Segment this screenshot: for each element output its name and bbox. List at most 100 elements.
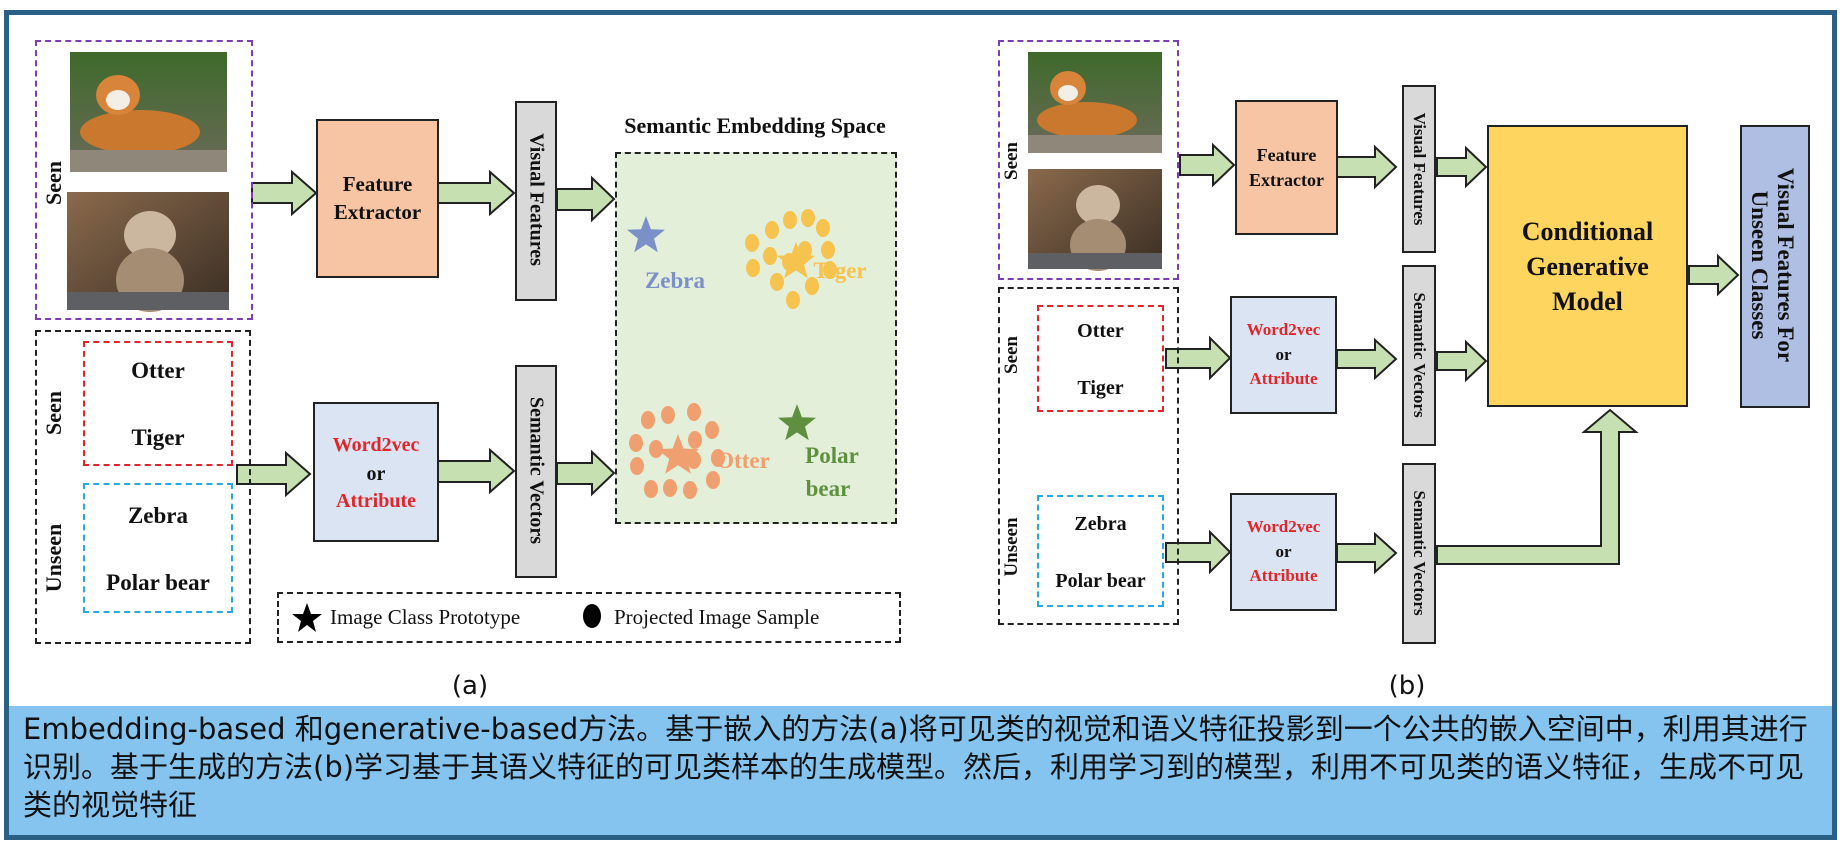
a-seen-words-box: [83, 341, 233, 466]
tiger-image-b: [1028, 52, 1162, 153]
a-legend-star-label: Image Class Prototype: [330, 605, 521, 629]
arrow-b-sv2-to-cgm: [1436, 408, 1639, 565]
b-visual-features-label: Visual Features: [1410, 112, 1429, 226]
b-unseen-words-box: [1037, 495, 1164, 607]
a-semantic-vectors-bar: [515, 365, 557, 578]
b-visual-features-bar: [1402, 85, 1436, 253]
otter-sample-dot: [687, 403, 701, 421]
otter-image-b: [1028, 169, 1162, 271]
tiger-sample-dot: [786, 291, 800, 309]
otter-sample-dot: [644, 480, 658, 498]
a-unseen-words-box: [83, 483, 233, 613]
otter-sample-dot: [630, 457, 644, 475]
otter-sample-dot: [706, 471, 720, 489]
a-feature-extractor-line1: Feature: [342, 172, 413, 196]
a-feature-extractor-line2: Extractor: [333, 200, 422, 224]
tiger-sample-dot: [805, 277, 819, 295]
tiger-sample-dot: [763, 247, 777, 265]
legend-dot-icon: [583, 604, 601, 628]
a-seen-word-otter: Otter: [131, 358, 185, 383]
b-semantic-vectors-label-seen: Semantic Vectors: [1410, 292, 1429, 418]
a-legend-dot-label: Projected Image Sample: [614, 605, 820, 629]
a-image-group: [35, 40, 253, 320]
b-or-label-seen: or: [1275, 345, 1292, 364]
a-polar-label-1: Polar: [805, 443, 859, 468]
arrow-a-images-to-fe: [251, 169, 318, 217]
tiger-sample-dot: [801, 209, 815, 227]
b-unseen-words-label: Unseen: [1001, 517, 1022, 577]
a-polar-label-2: bear: [805, 476, 851, 501]
b-attribute-label-unseen: Attribute: [1249, 566, 1318, 585]
b-seen-word-tiger: Tiger: [1077, 377, 1124, 399]
b-word2vec-label-unseen: Word2vec: [1246, 517, 1321, 536]
b-cgm-line3: Model: [1552, 287, 1623, 316]
otter-sample-dot: [683, 481, 697, 499]
b-word2vec-box-seen: [1230, 296, 1337, 414]
b-semantic-vectors-bar-unseen: [1402, 463, 1436, 644]
otter-sample-dot: [688, 431, 702, 449]
arrow-a-w2v-to-sv: [437, 447, 516, 495]
b-seen-word-otter: Otter: [1077, 320, 1124, 342]
otter-prototype-star: [657, 434, 699, 474]
arrow-b-w2v-to-sv: [1336, 337, 1398, 381]
b-feature-extractor: [1235, 100, 1338, 235]
a-seen-images-label: Seen: [41, 161, 66, 205]
b-output-box: [1740, 125, 1810, 408]
a-visual-features-bar: [515, 101, 557, 301]
a-words-group: [35, 330, 251, 644]
a-unseen-word-polar: Polar bear: [106, 570, 210, 595]
a-semantic-vectors-label: Semantic Vectors: [525, 396, 548, 545]
tiger-sample-dot: [770, 273, 784, 291]
semantic-space-points: [627, 209, 837, 499]
arrow-b-images-to-fe: [1179, 142, 1236, 188]
b-seen-images-label: Seen: [1001, 142, 1022, 180]
a-otter-label: Otter: [716, 448, 770, 473]
arrow-a-sv-to-space: [556, 449, 616, 497]
tiger-sample-dot: [765, 221, 779, 239]
tiger-sample-dot: [783, 211, 797, 229]
arrow-b-unseenwords-to-w2v: [1165, 529, 1232, 575]
b-or-label-unseen: or: [1275, 542, 1292, 561]
tiger-sample-dot: [746, 259, 760, 277]
b-feature-extractor-line2: Extractor: [1249, 170, 1324, 190]
a-unseen-word-zebra: Zebra: [127, 503, 189, 528]
b-output-line1: Visual Features For: [1773, 167, 1798, 363]
b-seen-words-box: [1037, 305, 1164, 412]
arrow-b-seenwords-to-w2v: [1165, 335, 1232, 381]
a-attribute-label: Attribute: [336, 490, 416, 512]
tiger-prototype-star: [777, 242, 815, 279]
arrow-a-words-to-w2v: [236, 450, 312, 498]
otter-image-a: [67, 192, 229, 312]
otter-sample-dot: [663, 479, 677, 497]
b-semantic-vectors-bar-seen: [1402, 265, 1436, 446]
figure-frame: [4, 10, 1837, 840]
a-seen-word-tiger: Tiger: [131, 425, 185, 450]
b-unseen-word-zebra: Zebra: [1074, 513, 1127, 535]
tiger-image-a: [70, 52, 227, 172]
arrow-b-cgm-to-output: [1688, 253, 1740, 297]
b-unseen-word-polar: Polar bear: [1055, 570, 1146, 592]
tiger-sample-dot: [823, 261, 837, 279]
b-words-group: [998, 287, 1179, 625]
otter-sample-dot: [649, 440, 663, 458]
a-feature-extractor: [316, 119, 439, 278]
a-seen-words-label: Seen: [41, 391, 66, 435]
b-caption: (b): [1388, 671, 1426, 701]
a-tiger-label: Tiger: [813, 258, 867, 283]
arrow-a-vf-to-space: [556, 175, 616, 223]
a-unseen-words-label: Unseen: [41, 523, 66, 593]
tiger-sample-dot: [821, 241, 835, 259]
zebra-prototype-star: [627, 216, 665, 253]
b-cgm-line1: Conditional: [1521, 217, 1654, 246]
a-visual-features-label: Visual Features: [525, 133, 548, 266]
tiger-sample-dot: [816, 219, 830, 237]
b-conditional-generative-model: [1487, 125, 1688, 407]
b-seen-words-label: Seen: [1001, 336, 1022, 374]
b-image-group: [998, 40, 1179, 280]
arrow-a-fe-to-vf: [437, 169, 516, 217]
b-word2vec-label-seen: Word2vec: [1246, 320, 1321, 339]
arrow-b-sv-to-cgm: [1436, 339, 1488, 383]
a-legend-box: [277, 592, 901, 643]
a-word2vec-label: Word2vec: [332, 434, 420, 456]
